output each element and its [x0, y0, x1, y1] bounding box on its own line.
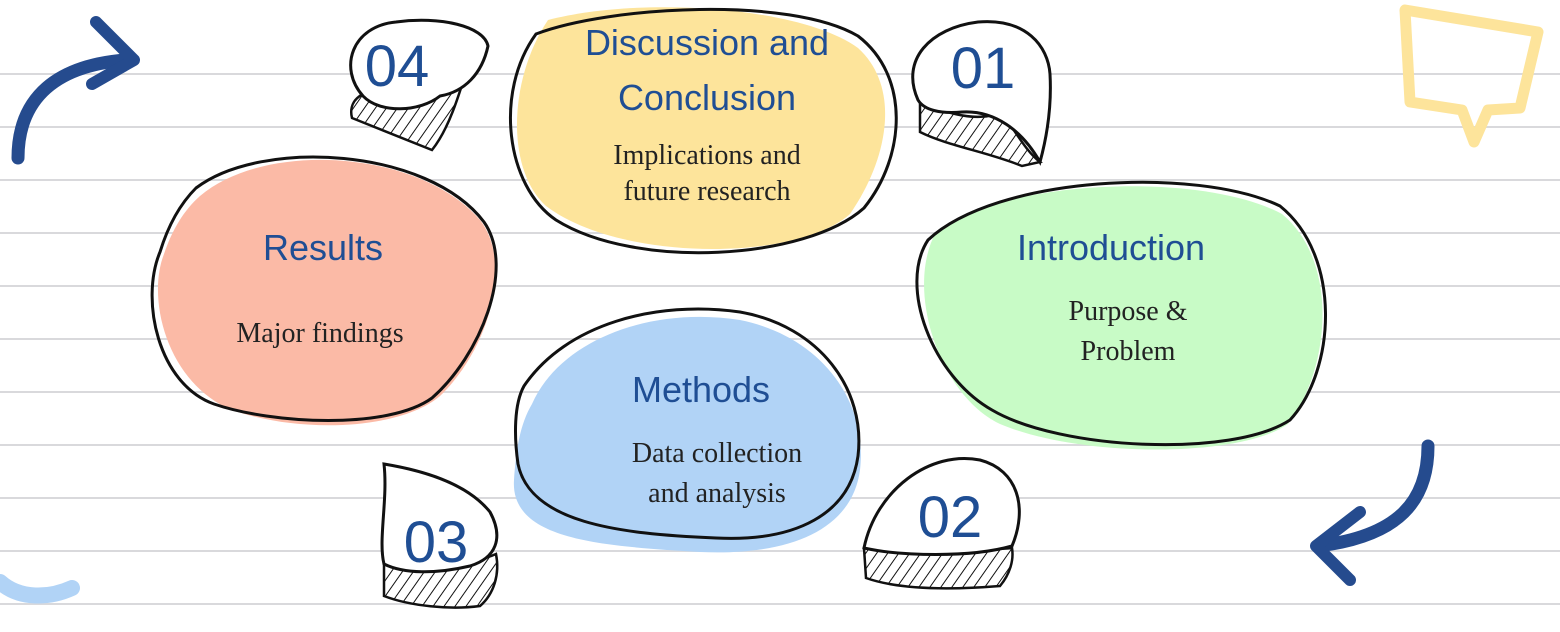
step-title: Introduction: [1017, 227, 1205, 268]
step-number: 02: [918, 485, 983, 550]
introduction-blob: Introduction Purpose & Problem: [915, 180, 1327, 450]
step-title: Conclusion: [618, 77, 796, 118]
discussion-blob: Discussion and Conclusion Implications a…: [509, 7, 898, 255]
curved-arrow-icon: [1310, 439, 1435, 586]
step-title: Discussion and: [585, 22, 829, 63]
brush-stroke-icon: [0, 574, 80, 604]
number-badge-04: 04: [349, 18, 490, 152]
step-description: future research: [623, 176, 790, 207]
step-description: and analysis: [648, 478, 786, 509]
results-blob: Results Major findings: [150, 155, 498, 426]
step-number: 01: [951, 36, 1016, 101]
number-badge-02: 02: [862, 457, 1021, 590]
curved-arrow-icon: [11, 16, 140, 165]
methods-blob: Methods Data collection and analysis: [513, 307, 861, 553]
step-description: Problem: [1081, 336, 1176, 367]
step-number: 04: [365, 34, 430, 99]
step-number: 03: [404, 510, 469, 575]
number-badge-01: 01: [911, 20, 1052, 168]
speech-bubble-icon: [1399, 4, 1544, 148]
step-description: Purpose &: [1069, 296, 1188, 327]
step-description: Major findings: [236, 318, 403, 349]
step-description: Data collection: [632, 438, 802, 469]
step-title: Results: [263, 227, 383, 268]
step-title: Methods: [632, 369, 770, 410]
step-description: Implications and: [613, 140, 800, 171]
number-badge-03: 03: [380, 462, 499, 609]
